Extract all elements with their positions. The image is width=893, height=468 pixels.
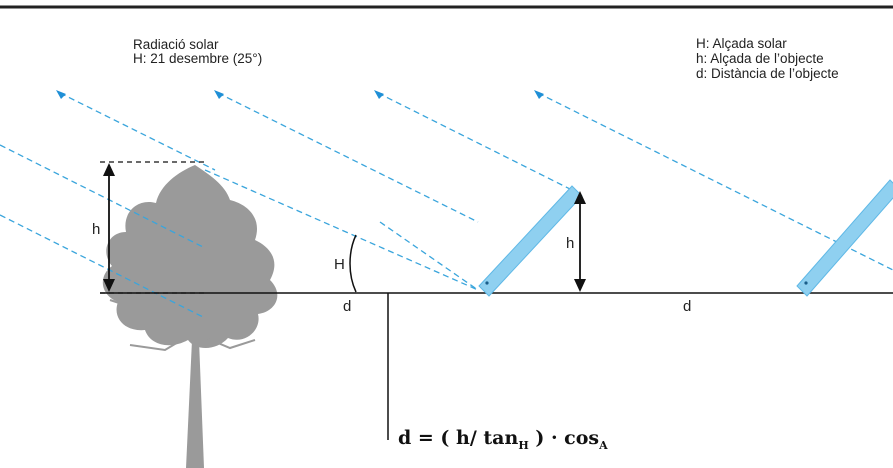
- legend-solar-altitude: H: Alçada solar: [696, 36, 787, 51]
- tree-illustration: [102, 165, 278, 468]
- solar-angle-label: H: [334, 256, 345, 273]
- ray-arrowhead: [56, 90, 66, 99]
- legend-object-distance: d: Distància de l’objecte: [696, 66, 839, 81]
- solar-panel-right: [796, 179, 893, 297]
- distance-label-right: d: [683, 298, 692, 315]
- solar-angle-arc: [349, 234, 357, 293]
- distance-formula: d = ( h/ tanH ) · cosA: [398, 427, 608, 452]
- sun-ray: [217, 92, 479, 223]
- sun-ray: [0, 214, 206, 319]
- formula-lhs: d = ( h/ tan: [398, 427, 519, 449]
- tree-height-arrow: [103, 163, 115, 292]
- distance-label-left: d: [343, 298, 352, 315]
- sun-rays: [0, 92, 893, 319]
- sun-ray: [537, 92, 893, 271]
- sun-ray: [59, 92, 216, 171]
- panel-height-label: h: [566, 235, 575, 252]
- ray-arrowhead: [374, 90, 384, 99]
- sun-ray: [377, 92, 573, 191]
- tree-height-label: h: [92, 221, 101, 238]
- panel-height-arrow: [574, 191, 586, 292]
- formula-mid: ) · cos: [528, 427, 600, 449]
- tree-trunk: [186, 340, 204, 468]
- formula-sub-h: H: [518, 438, 529, 452]
- ray-arrowhead: [214, 90, 224, 99]
- sun-ray: [379, 221, 479, 291]
- sun-ray: [0, 144, 206, 249]
- formula-sub-a: A: [599, 438, 608, 452]
- ray-arrowheads: [56, 90, 544, 99]
- radiation-title: Radiació solar: [133, 37, 219, 52]
- legend-object-height: h: Alçada de l’objecte: [696, 51, 824, 66]
- radiation-date-angle: H: 21 desembre (25°): [133, 51, 263, 66]
- ray-arrowhead: [534, 90, 544, 99]
